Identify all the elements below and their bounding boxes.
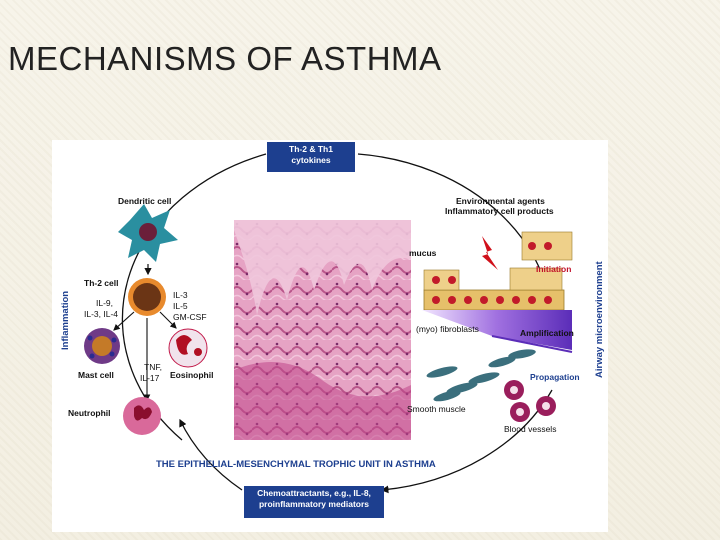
smooth-muscle-graphic — [426, 349, 536, 402]
fibroblasts-label: (myo) fibroblasts — [416, 324, 479, 334]
cytokines-right-3: GM-CSF — [173, 312, 207, 322]
amplification-label: Amplification — [520, 328, 574, 338]
cytokines-left-1: IL-9, — [96, 298, 114, 308]
initiation-label: Initiation — [536, 264, 572, 274]
cytokines-right-1: IL-3 — [173, 290, 188, 300]
th2-cell-graphic — [113, 278, 177, 402]
chemoattractants-box: Chemoattractants, e.g., IL-8, proinflamm… — [244, 486, 384, 518]
th2-cell-label: Th-2 cell — [84, 278, 119, 288]
environmental-agents-label: Environmental agents — [456, 196, 545, 206]
dendritic-cell-graphic — [118, 204, 178, 276]
mucus-label: mucus — [409, 248, 437, 258]
eosinophil-graphic — [168, 328, 208, 368]
cytokines-left-2: IL-3, IL-4 — [84, 309, 119, 319]
histology-image — [234, 220, 411, 440]
cytokines-line-1: Th-2 & Th1 — [289, 144, 333, 154]
cycle-arc-bottom-left — [179, 418, 243, 491]
mast-cell-graphic — [84, 328, 120, 364]
cytokines-line-2: cytokines — [291, 155, 331, 165]
blood-vessel-graphic — [504, 380, 556, 422]
neutrophil-graphic — [123, 397, 161, 435]
chemoattractants-line-1: Chemoattractants, e.g., IL-8, — [257, 488, 371, 498]
diagram-graphics — [84, 153, 573, 494]
cytokines-right-2: IL-5 — [173, 301, 188, 311]
amplification-wedge — [422, 310, 572, 350]
tnf-label-1: TNF, — [144, 362, 162, 372]
tnf-label-2: IL-17 — [140, 373, 160, 383]
propagation-label: Propagation — [530, 372, 580, 382]
inflammation-label: Inflammation — [60, 290, 71, 350]
cytokines-box: Th-2 & Th1 cytokines — [267, 142, 355, 172]
diagram-caption: THE EPITHELIAL-MESENCHYMAL TROPHIC UNIT … — [156, 459, 436, 470]
chemoattractants-line-2: proinflammatory mediators — [258, 499, 370, 509]
blood-vessels-label: Blood vessels — [504, 424, 557, 434]
neutrophil-label: Neutrophil — [68, 408, 111, 418]
dendritic-cell-label: Dendritic cell — [118, 196, 172, 206]
smooth-muscle-label: Smooth muscle — [407, 404, 466, 414]
asthma-diagram: Th-2 & Th1 cytokines Chemoattractants, e… — [52, 140, 608, 532]
eosinophil-label: Eosinophil — [170, 370, 214, 380]
mast-cell-label: Mast cell — [78, 370, 114, 380]
airway-microenvironment-label: Airway microenvironment — [594, 261, 605, 378]
slide-title: MECHANISMS OF ASTHMA — [8, 40, 442, 77]
inflammatory-products-label: Inflammatory cell products — [445, 206, 554, 216]
